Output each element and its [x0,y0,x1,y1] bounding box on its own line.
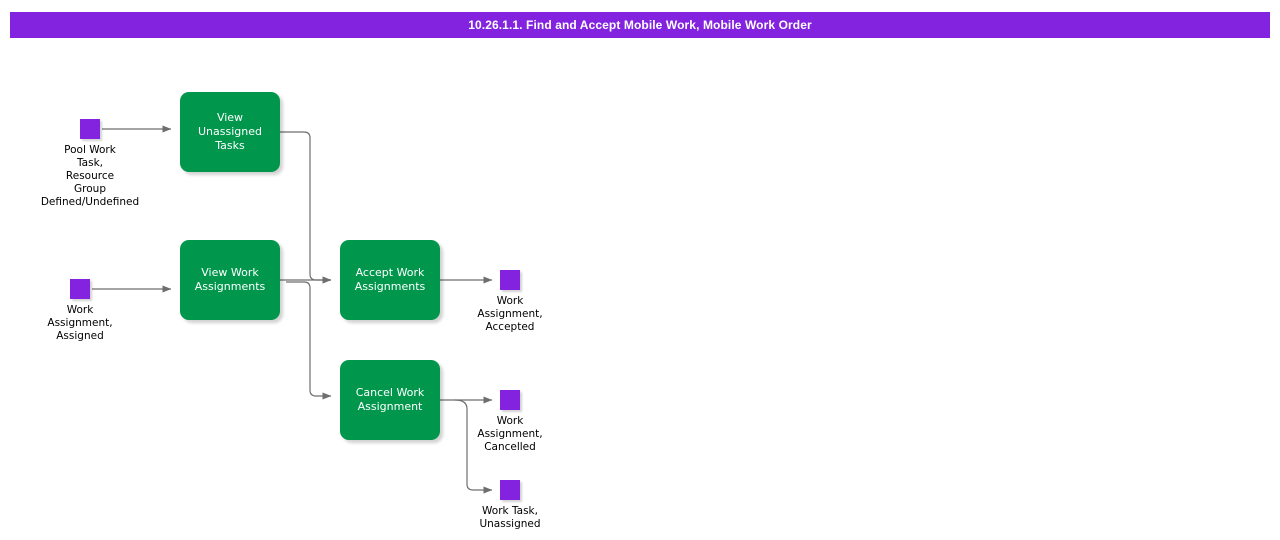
process-node-label: View Unassigned Tasks [198,111,262,152]
process-node-view-work-assignments[interactable]: View Work Assignments [180,240,280,320]
event-marker-icon [500,270,520,290]
edge-view-unassigned-to-accept [280,131,332,284]
event-marker-icon [70,279,90,299]
page-title: 10.26.1.1. Find and Accept Mobile Work, … [468,18,812,32]
event-marker-icon [500,480,520,500]
event-node-label: Work Assignment, Accepted [477,295,543,333]
event-marker-icon [80,119,100,139]
event-node-label: Pool Work Task, Resource Group Defined/U… [40,144,140,208]
process-node-label: View Work Assignments [194,266,266,293]
process-node-cancel-work-assignment[interactable]: Cancel Work Assignment [340,360,440,440]
edge-view-assignments-to-cancel [286,281,332,400]
page-title-bar: 10.26.1.1. Find and Accept Mobile Work, … [10,12,1270,38]
event-marker-icon [500,390,520,410]
event-node-label: Work Assignment, Assigned [47,304,113,342]
process-node-label: Cancel Work Assignment [355,386,425,413]
event-node-label: Work Assignment, Cancelled [477,415,543,453]
event-node-pool-work-task[interactable]: Pool Work Task, Resource Group Defined/U… [20,119,160,209]
event-node-work-task-unassigned[interactable]: Work Task, Unassigned [467,480,553,531]
event-node-work-assignment-assigned[interactable]: Work Assignment, Assigned [37,279,123,343]
event-node-work-assignment-accepted[interactable]: Work Assignment, Accepted [467,270,553,334]
event-node-label: Work Task, Unassigned [479,505,541,530]
event-node-work-assignment-cancelled[interactable]: Work Assignment, Cancelled [467,390,553,454]
process-node-view-unassigned-tasks[interactable]: View Unassigned Tasks [180,92,280,172]
process-node-label: Accept Work Assignments [354,266,426,293]
process-node-accept-work-assignments[interactable]: Accept Work Assignments [340,240,440,320]
